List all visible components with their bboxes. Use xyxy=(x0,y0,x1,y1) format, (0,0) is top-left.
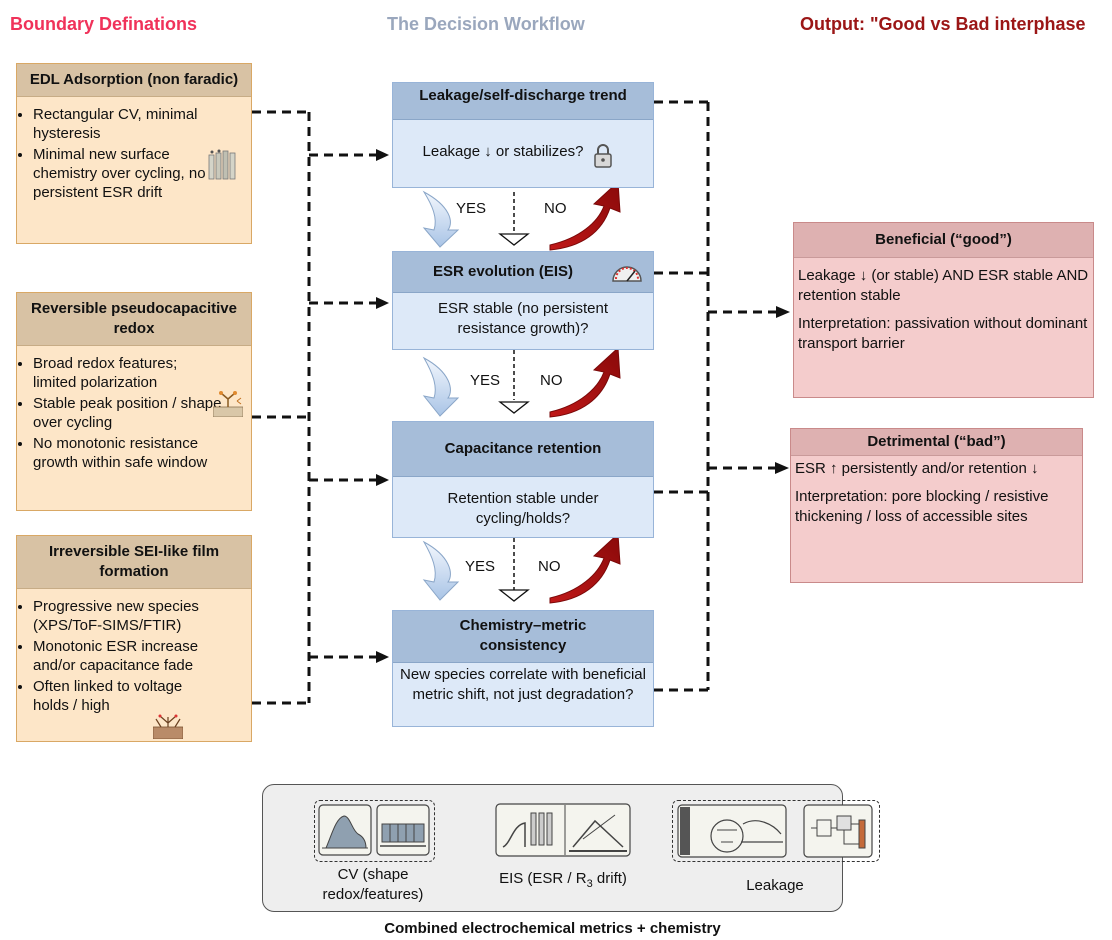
leakage-step-box: Leakage/self-discharge trend Leakage ↓ o… xyxy=(392,82,654,188)
yes-label-1: YES xyxy=(456,200,487,217)
edl-bullet-1: Rectangular CV, minimal hysteresis xyxy=(33,105,211,143)
no-label-2: NO xyxy=(540,372,563,389)
cv-curve-icon xyxy=(318,804,372,856)
right-header: Output: "Good vs Bad interphase xyxy=(800,14,1086,34)
arrowhead-bad xyxy=(775,462,789,474)
capacitor-plates-icon xyxy=(208,149,236,180)
beneficial-interpretation: Interpretation: passivation without domi… xyxy=(798,315,1088,352)
detrimental-criteria: ESR ↑ persistently and/or retention ↓ xyxy=(795,460,1039,477)
sei-title: Irreversible SEI-like film formation xyxy=(17,536,251,589)
chemistry-step-box: Chemistry–metric consistency New species… xyxy=(392,610,654,727)
leakage-icon-group xyxy=(672,800,880,862)
eis-label: EIS (ESR / R3 drift) xyxy=(499,870,627,890)
leakage-label: Leakage xyxy=(746,877,804,894)
arrowhead-capacitance xyxy=(376,474,389,486)
detrimental-interpretation: Interpretation: pore blocking / resistiv… xyxy=(795,488,1049,525)
pseudocapacitive-box: Reversible pseudocapacitive redox Broad … xyxy=(16,292,252,511)
lock-icon xyxy=(594,144,612,168)
center-header: The Decision Workflow xyxy=(387,14,585,34)
redox-bullet-3: No monotonic resistance growth within sa… xyxy=(33,434,243,472)
arrowhead-chemistry xyxy=(376,651,389,663)
detrimental-output-box: Detrimental (“bad”) ESR ↑ persistently a… xyxy=(790,428,1083,583)
redox-bullet-2: Stable peak position / shape over cyclin… xyxy=(33,394,243,432)
cv-icon-group xyxy=(314,800,435,862)
branch-2 xyxy=(422,346,621,418)
branch-3 xyxy=(422,532,621,604)
sei-bullet-1: Progressive new species (XPS/ToF-SIMS/FT… xyxy=(33,597,243,635)
no-label-1: NO xyxy=(544,200,567,217)
esr-step-title: ESR evolution (EIS) xyxy=(393,252,653,293)
arrowhead-leakage xyxy=(376,149,389,161)
yes-label-3: YES xyxy=(465,558,496,575)
chemistry-step-title: Chemistry–metric consistency xyxy=(393,611,653,663)
cv-label: CV (shape redox/features) xyxy=(322,866,424,903)
leakage-cell-icon xyxy=(677,804,787,858)
sei-film-box: Irreversible SEI-like film formation Pro… xyxy=(16,535,252,742)
eis-icon xyxy=(495,803,631,857)
no-label-3: NO xyxy=(538,558,561,575)
edl-bullet-2: Minimal new surface chemistry over cycli… xyxy=(33,145,211,202)
arrowhead-esr xyxy=(376,297,389,309)
leakage-step-title: Leakage/self-discharge trend xyxy=(393,83,653,120)
esr-step-box: ESR evolution (EIS) ESR stable (no persi… xyxy=(392,251,654,350)
leakage-question: Leakage ↓ or stabilizes? xyxy=(422,143,584,160)
left-header: Boundary Definations xyxy=(10,14,198,34)
capacitance-question: Retention stable under cycling/holds? xyxy=(447,490,599,527)
gauge-icon xyxy=(612,266,642,282)
capacitance-step-box: Capacitance retention Retention stable u… xyxy=(392,421,654,538)
edl-title: EDL Adsorption (non faradic) xyxy=(17,64,251,97)
metrics-caption: Combined electrochemical metrics + chemi… xyxy=(384,920,721,937)
edl-adsorption-box: EDL Adsorption (non faradic) Rectangular… xyxy=(16,63,252,244)
leakage-circuit-icon xyxy=(803,804,873,858)
arrowhead-good xyxy=(776,306,790,318)
film-growth-icon xyxy=(153,714,183,739)
sei-bullet-2: Monotonic ESR increase and/or capacitanc… xyxy=(33,637,243,675)
beneficial-output-box: Beneficial (“good”) Leakage ↓ (or stable… xyxy=(793,222,1094,398)
yes-label-2: YES xyxy=(470,372,501,389)
redox-title: Reversible pseudocapacitive redox xyxy=(17,293,251,346)
redox-surface-icon xyxy=(213,391,243,417)
metrics-panel: CV (shape redox/features) EIS (ESR / R3 … xyxy=(262,784,880,912)
beneficial-criteria: Leakage ↓ (or stable) AND ESR stable AND… xyxy=(798,267,1089,304)
chemistry-question: New species correlate with beneficial me… xyxy=(400,666,646,703)
detrimental-title: Detrimental (“bad”) xyxy=(791,429,1082,456)
branch-1 xyxy=(422,180,621,251)
capacitance-step-title: Capacitance retention xyxy=(393,422,653,477)
beneficial-title: Beneficial (“good”) xyxy=(794,223,1093,258)
redox-bullet-1: Broad redox features; limited polarizati… xyxy=(33,354,243,392)
esr-question: ESR stable (no persistent resistance gro… xyxy=(437,300,609,337)
sei-bullet-3: Often linked to voltage holds / high xyxy=(33,677,243,715)
cv-cell-icon xyxy=(376,804,430,856)
